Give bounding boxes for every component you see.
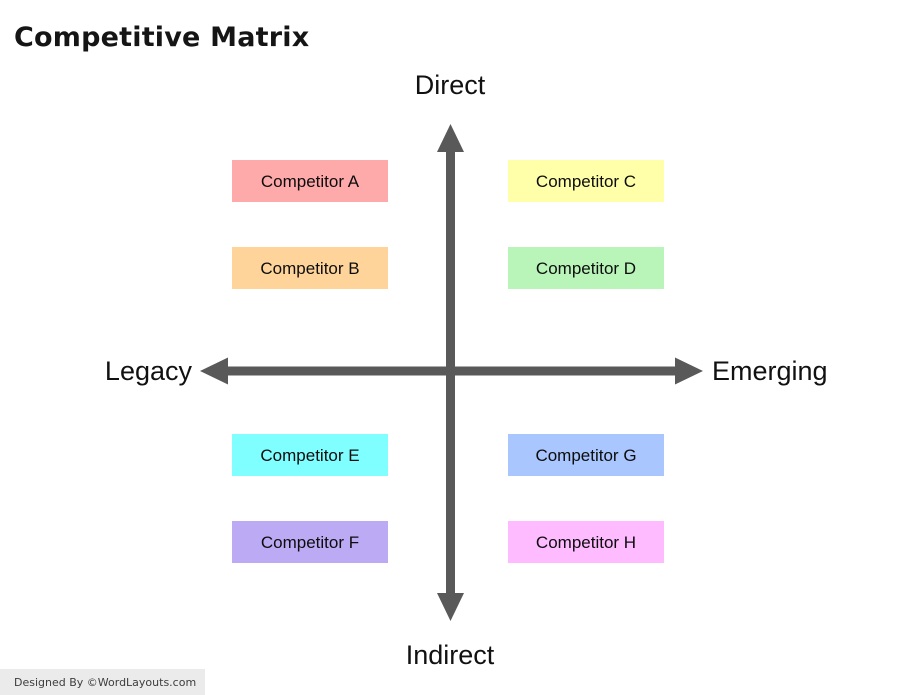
axis-label-legacy: Legacy <box>104 356 192 386</box>
axis-arrowhead-right <box>675 357 703 385</box>
competitor-label-b: Competitor B <box>260 258 360 278</box>
competitor-label-c: Competitor C <box>535 171 637 191</box>
competitor-box-b[interactable]: Competitor B <box>232 247 388 289</box>
competitor-label-d: Competitor D <box>535 258 637 278</box>
competitor-box-h[interactable]: Competitor H <box>508 521 664 563</box>
competitor-label-f: Competitor F <box>260 532 360 552</box>
footer-credit-band: Designed By ©WordLayouts.com <box>0 669 205 695</box>
axis-label-emerging: Emerging <box>712 356 828 386</box>
axis-label-indirect: Indirect <box>405 640 495 670</box>
axis-arrowhead-down <box>437 593 464 621</box>
competitor-label-h: Competitor H <box>535 532 637 552</box>
footer-credit-text: Designed By ©WordLayouts.com <box>14 675 197 689</box>
competitor-box-e[interactable]: Competitor E <box>232 434 388 476</box>
horizontal-axis-shaft <box>215 366 688 376</box>
competitor-box-c[interactable]: Competitor C <box>508 160 664 202</box>
competitor-box-g[interactable]: Competitor G <box>508 434 664 476</box>
axis-label-direct: Direct <box>414 70 486 100</box>
axis-arrowhead-up <box>437 124 464 152</box>
competitor-label-e: Competitor E <box>260 445 360 465</box>
axis-arrowhead-left <box>200 357 228 385</box>
competitor-box-f[interactable]: Competitor F <box>232 521 388 563</box>
competitor-label-a: Competitor A <box>260 171 360 191</box>
competitor-box-d[interactable]: Competitor D <box>508 247 664 289</box>
competitor-label-g: Competitor G <box>535 445 637 465</box>
page-title: Competitive Matrix <box>14 22 310 53</box>
competitor-box-a[interactable]: Competitor A <box>232 160 388 202</box>
